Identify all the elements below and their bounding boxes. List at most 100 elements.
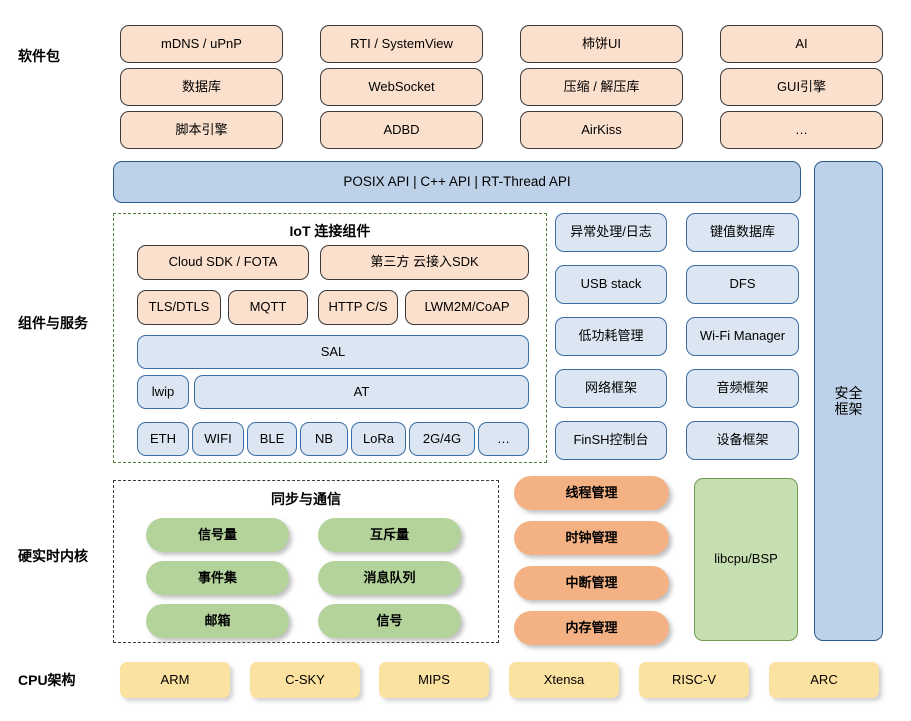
kernel-semaphore[interactable]: 信号量: [146, 518, 289, 552]
software-package-airkiss[interactable]: AirKiss: [520, 111, 683, 149]
security-framework-label: 安全 框架: [834, 384, 863, 417]
component-dfs[interactable]: DFS: [686, 265, 799, 304]
component-wifi-manager[interactable]: Wi-Fi Manager: [686, 317, 799, 356]
libcpu-bsp-label: libcpu/BSP: [714, 551, 778, 567]
iot-sal[interactable]: SAL: [137, 335, 529, 369]
kernel-thread-management[interactable]: 线程管理: [514, 476, 669, 510]
component-key-value-database[interactable]: 键值数据库: [686, 213, 799, 252]
component-audio-framework[interactable]: 音频框架: [686, 369, 799, 408]
software-package-label: AirKiss: [581, 121, 622, 137]
iot-lwm2m-coap[interactable]: LWM2M/CoAP: [405, 290, 529, 325]
kernel-manager-label: 线程管理: [565, 484, 618, 500]
software-package-shibing-ui[interactable]: 柿饼UI: [520, 25, 683, 63]
kernel-manager-label: 内存管理: [565, 619, 618, 635]
iot-group-title: IoT 连接组件: [289, 223, 371, 239]
kernel-manager-label: 中断管理: [565, 574, 618, 590]
component-usb-stack[interactable]: USB stack: [555, 265, 667, 304]
kernel-memory-management[interactable]: 内存管理: [514, 611, 669, 645]
software-package-label: mDNS / uPnP: [161, 35, 242, 51]
iot-item-label: LoRa: [362, 430, 395, 446]
software-package-database[interactable]: 数据库: [120, 68, 283, 106]
kernel-mutex[interactable]: 互斥量: [318, 518, 461, 552]
kernel-item-label: 邮箱: [204, 612, 231, 628]
iot-item-label: HTTP C/S: [328, 299, 388, 315]
row-label-cpu-architecture: CPU架构: [18, 672, 76, 688]
software-package-ai[interactable]: AI: [720, 25, 883, 63]
kernel-signal[interactable]: 信号: [318, 604, 461, 638]
iot-link-ble[interactable]: BLE: [247, 422, 297, 456]
iot-tls-dtls[interactable]: TLS/DTLS: [137, 290, 221, 325]
api-bar-label: POSIX API | C++ API | RT-Thread API: [343, 174, 571, 190]
iot-link-more[interactable]: …: [478, 422, 529, 456]
cpu-arch-mips[interactable]: MIPS: [379, 662, 489, 698]
iot-item-label: 第三方 云接入SDK: [370, 254, 479, 270]
iot-link-lora[interactable]: LoRa: [351, 422, 406, 456]
kernel-interrupt-management[interactable]: 中断管理: [514, 566, 669, 600]
software-package-script-engine[interactable]: 脚本引擎: [120, 111, 283, 149]
cpu-arch-arc[interactable]: ARC: [769, 662, 879, 698]
kernel-item-label: 信号量: [197, 526, 237, 542]
cpu-arch-label: RISC-V: [671, 671, 717, 687]
sync-comm-title: 同步与通信: [271, 491, 341, 507]
kernel-event-set[interactable]: 事件集: [146, 561, 289, 595]
cpu-arch-label: ARM: [160, 671, 190, 687]
component-label: 音频框架: [716, 380, 769, 396]
iot-link-eth[interactable]: ETH: [137, 422, 189, 456]
iot-item-label: WIFI: [204, 430, 232, 446]
iot-item-label: lwip: [151, 383, 175, 399]
component-label: USB stack: [580, 276, 642, 292]
kernel-message-queue[interactable]: 消息队列: [318, 561, 461, 595]
component-label: FinSH控制台: [573, 432, 649, 448]
iot-link-2g-4g[interactable]: 2G/4G: [409, 422, 475, 456]
row-label-components-services: 组件与服务: [18, 315, 88, 331]
software-package-more[interactable]: …: [720, 111, 883, 149]
iot-at[interactable]: AT: [194, 375, 529, 409]
component-finsh-console[interactable]: FinSH控制台: [555, 421, 667, 460]
cpu-arch-label: Xtensa: [543, 671, 585, 687]
kernel-manager-label: 时钟管理: [565, 529, 618, 545]
software-package-adbd[interactable]: ADBD: [320, 111, 483, 149]
kernel-clock-management[interactable]: 时钟管理: [514, 521, 669, 555]
iot-link-wifi[interactable]: WIFI: [192, 422, 244, 456]
component-low-power-management[interactable]: 低功耗管理: [555, 317, 667, 356]
software-package-rti-systemview[interactable]: RTI / SystemView: [320, 25, 483, 63]
component-label: 设备框架: [716, 432, 769, 448]
iot-item-label: Cloud SDK / FOTA: [168, 254, 278, 270]
software-package-label: GUI引擎: [776, 78, 827, 94]
software-package-label: 柿饼UI: [581, 35, 621, 51]
security-framework[interactable]: 安全 框架: [814, 161, 883, 641]
iot-cloud-sdk-fota[interactable]: Cloud SDK / FOTA: [137, 245, 309, 280]
software-package-label: 压缩 / 解压库: [563, 78, 640, 94]
component-exception-log[interactable]: 异常处理/日志: [555, 213, 667, 252]
cpu-arch-arm[interactable]: ARM: [120, 662, 230, 698]
component-device-framework[interactable]: 设备框架: [686, 421, 799, 460]
libcpu-bsp[interactable]: libcpu/BSP: [694, 478, 798, 641]
kernel-mailbox[interactable]: 邮箱: [146, 604, 289, 638]
cpu-arch-riscv[interactable]: RISC-V: [639, 662, 749, 698]
kernel-item-label: 事件集: [197, 569, 237, 585]
software-package-mdns-upnp[interactable]: mDNS / uPnP: [120, 25, 283, 63]
cpu-arch-csky[interactable]: C-SKY: [250, 662, 360, 698]
iot-item-label: BLE: [259, 430, 285, 446]
iot-http-cs[interactable]: HTTP C/S: [318, 290, 398, 325]
component-network-framework[interactable]: 网络框架: [555, 369, 667, 408]
component-label: 低功耗管理: [578, 328, 644, 344]
software-package-label: ADBD: [383, 121, 420, 137]
iot-item-label: LWM2M/CoAP: [424, 299, 510, 315]
cpu-arch-xtensa[interactable]: Xtensa: [509, 662, 619, 698]
iot-lwip[interactable]: lwip: [137, 375, 189, 409]
component-label: DFS: [729, 276, 756, 292]
iot-group-frame: IoT 连接组件: [113, 213, 547, 463]
software-package-gui-engine[interactable]: GUI引擎: [720, 68, 883, 106]
software-package-websocket[interactable]: WebSocket: [320, 68, 483, 106]
iot-item-label: NB: [314, 430, 334, 446]
kernel-item-label: 消息队列: [363, 569, 416, 585]
component-label: 网络框架: [584, 380, 637, 396]
iot-item-label: …: [497, 430, 510, 446]
software-package-compression[interactable]: 压缩 / 解压库: [520, 68, 683, 106]
cpu-arch-label: C-SKY: [285, 671, 325, 687]
iot-mqtt[interactable]: MQTT: [228, 290, 308, 325]
iot-link-nb[interactable]: NB: [300, 422, 348, 456]
iot-third-party-cloud-sdk[interactable]: 第三方 云接入SDK: [320, 245, 529, 280]
api-bar[interactable]: POSIX API | C++ API | RT-Thread API: [113, 161, 801, 203]
